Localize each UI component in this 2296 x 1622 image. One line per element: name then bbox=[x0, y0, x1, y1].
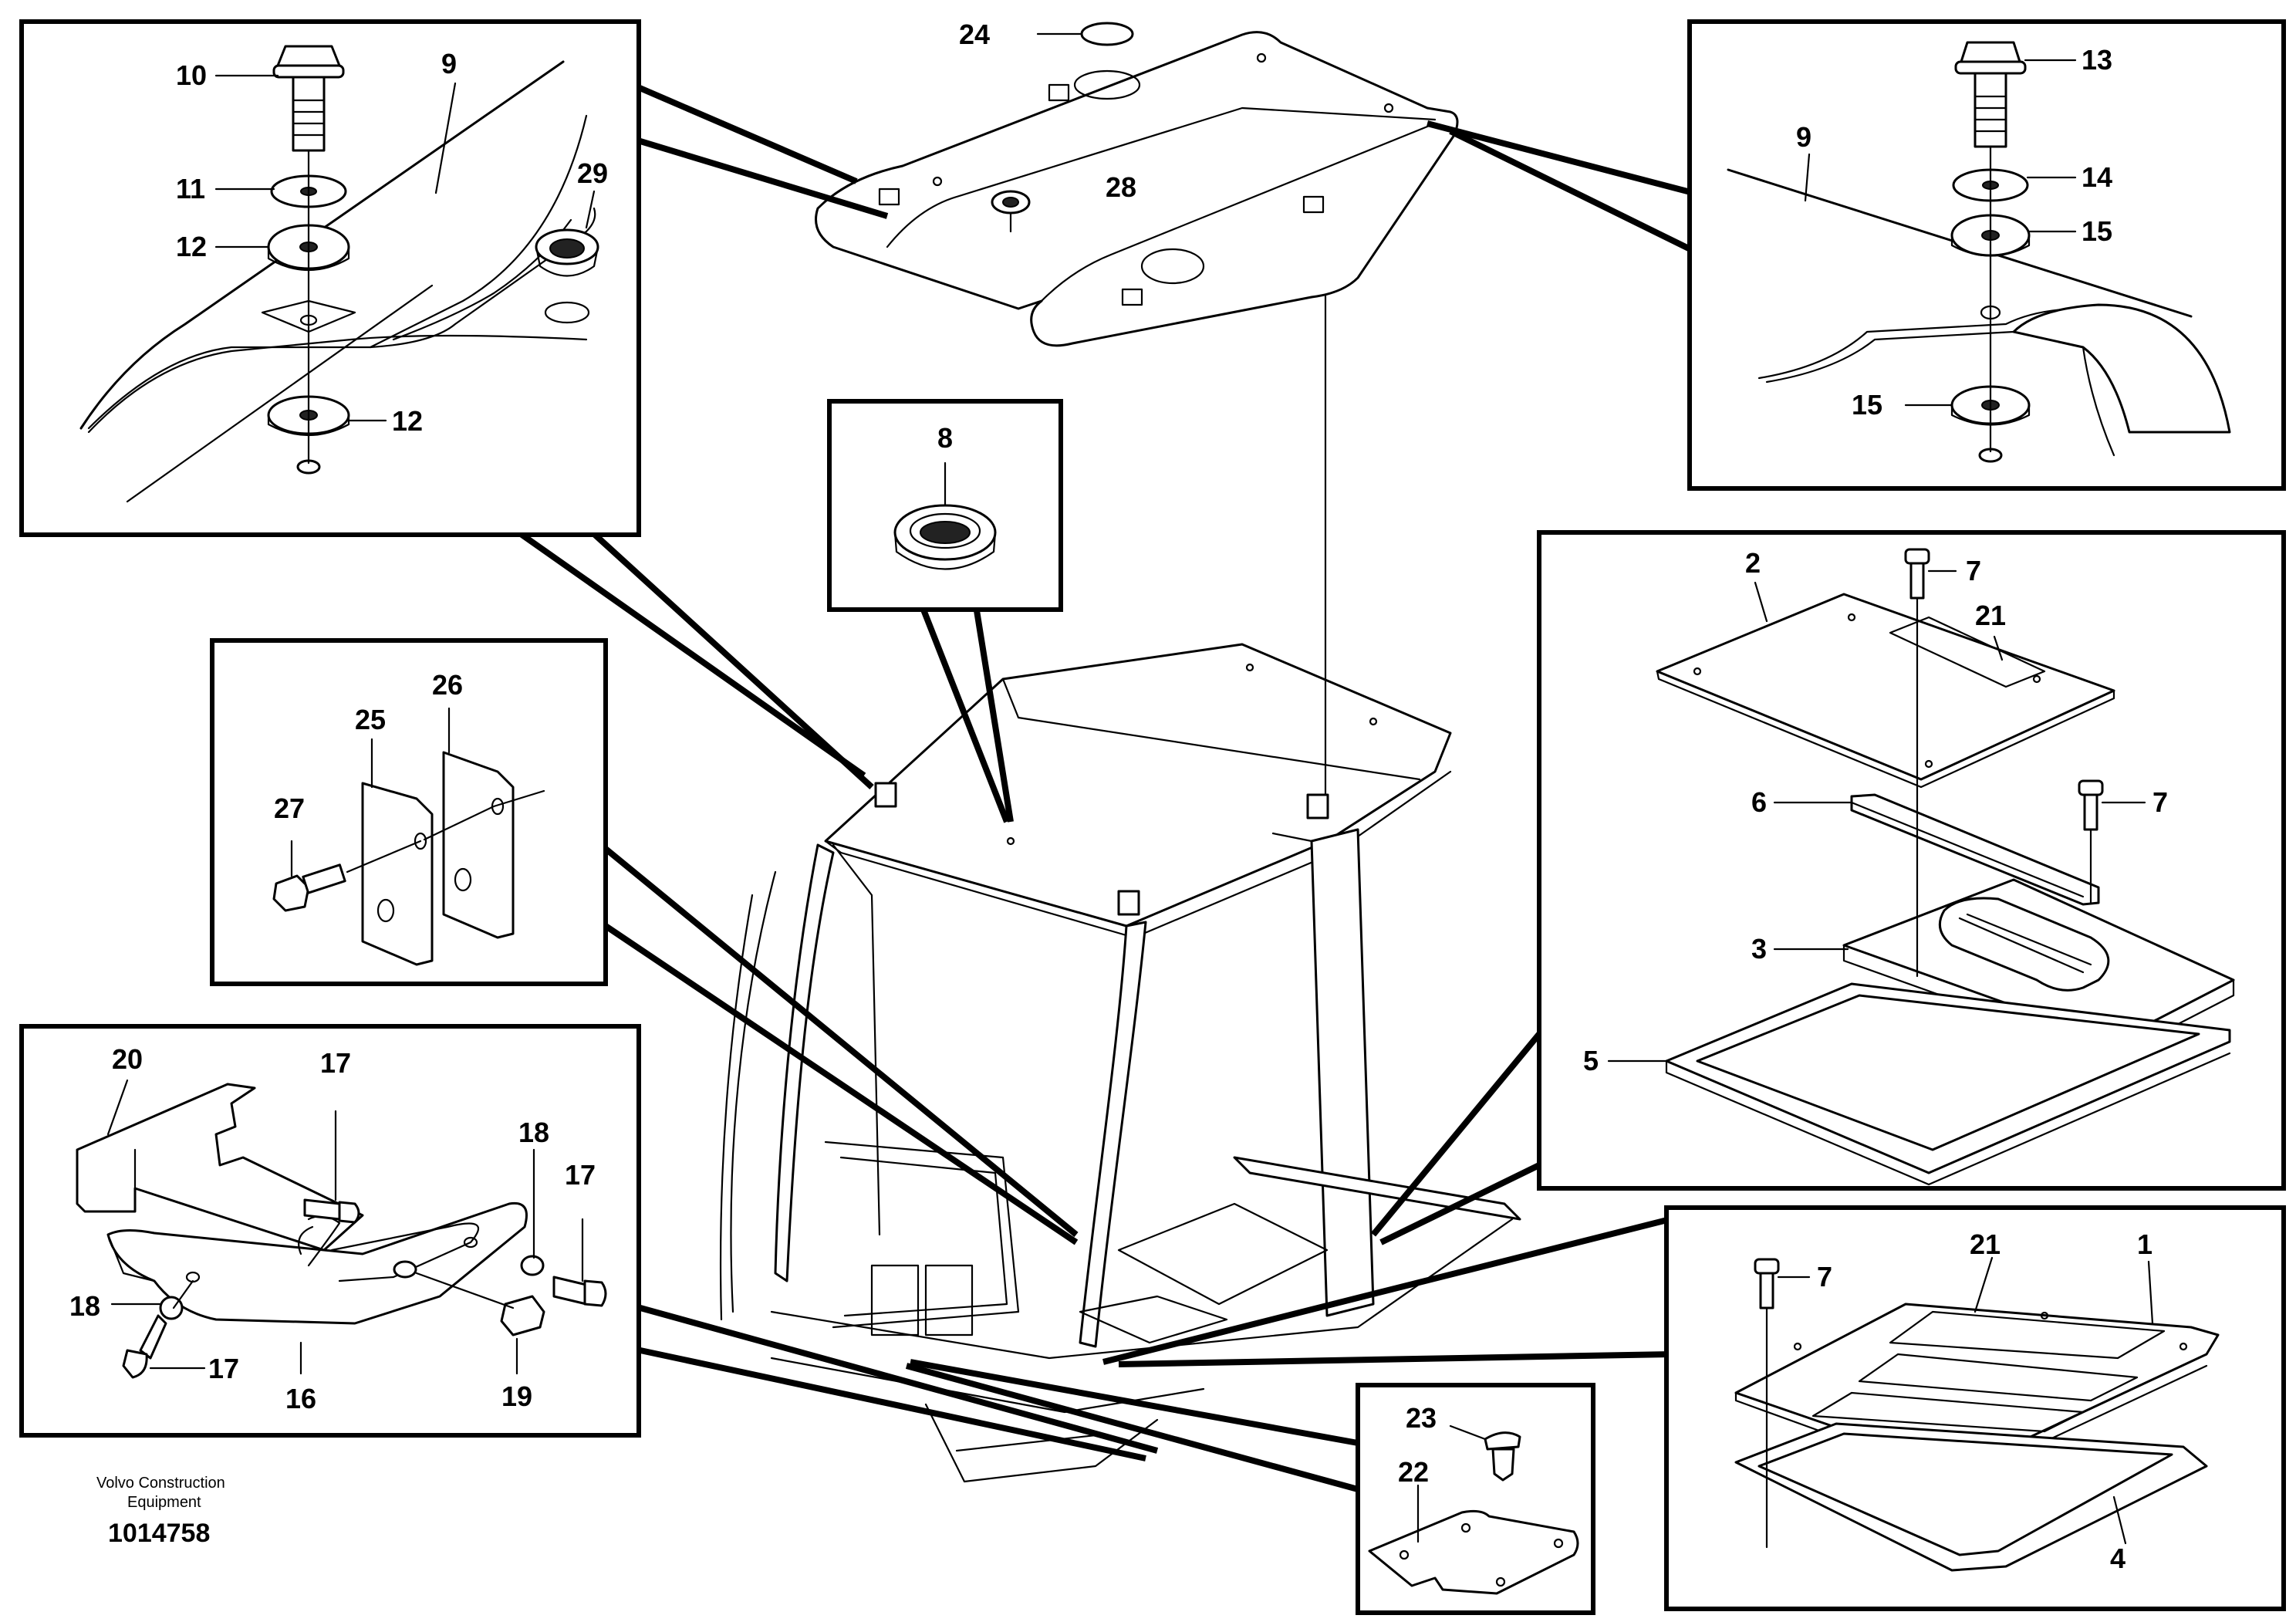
roof-cover bbox=[815, 22, 1459, 347]
callout-21: 21 bbox=[1975, 600, 2006, 631]
callout-18: 18 bbox=[69, 1290, 100, 1322]
callout-3: 3 bbox=[1751, 933, 1767, 965]
callout-17: 17 bbox=[320, 1047, 351, 1079]
callout-7: 7 bbox=[2152, 786, 2168, 818]
detail-box-roof-left bbox=[19, 19, 641, 537]
callout-labels: 10 9 11 12 12 29 24 28 13 9 14 15 15 8 2… bbox=[69, 19, 2168, 1574]
detail-box-cover-plate bbox=[1356, 1383, 1595, 1615]
credit-line-2: Equipment bbox=[127, 1494, 201, 1511]
callout-17: 17 bbox=[208, 1353, 239, 1384]
callout-4: 4 bbox=[2110, 1543, 2125, 1574]
detail-box-brackets bbox=[210, 638, 608, 986]
callout-13: 13 bbox=[2082, 44, 2112, 76]
callout-15: 15 bbox=[1852, 389, 1882, 421]
callout-20: 20 bbox=[112, 1043, 143, 1075]
callout-21: 21 bbox=[1970, 1228, 2001, 1260]
callout-9: 9 bbox=[1796, 121, 1811, 153]
callout-24: 24 bbox=[959, 19, 990, 50]
callout-23: 23 bbox=[1406, 1402, 1437, 1434]
callout-17: 17 bbox=[565, 1159, 596, 1191]
callout-27: 27 bbox=[274, 792, 305, 824]
detail-box-floor-plate-lower bbox=[1664, 1205, 2286, 1611]
callout-14: 14 bbox=[2082, 161, 2112, 193]
detail-box-roof-right bbox=[1687, 19, 2286, 491]
callout-10: 10 bbox=[176, 59, 207, 91]
callout-22: 22 bbox=[1398, 1456, 1429, 1488]
callout-7: 7 bbox=[1966, 555, 1981, 586]
publisher-credit: Volvo Construction Equipment 1014758 bbox=[96, 1475, 225, 1548]
detail-box-floor-plate-upper bbox=[1537, 530, 2286, 1191]
detail-connectors bbox=[518, 82, 1695, 1492]
credit-line-1: Volvo Construction bbox=[96, 1475, 225, 1492]
callout-16: 16 bbox=[285, 1383, 316, 1414]
detail-box-step-panel bbox=[19, 1024, 641, 1438]
callout-1: 1 bbox=[2137, 1228, 2152, 1260]
callout-7: 7 bbox=[1817, 1261, 1832, 1293]
callout-28: 28 bbox=[1106, 171, 1136, 203]
callout-18: 18 bbox=[518, 1117, 549, 1148]
callout-19: 19 bbox=[501, 1380, 532, 1412]
callout-12: 12 bbox=[392, 405, 423, 437]
detail-box-grommet bbox=[827, 399, 1063, 612]
callout-29: 29 bbox=[577, 157, 608, 189]
callout-5: 5 bbox=[1583, 1045, 1599, 1076]
cab-frame bbox=[719, 288, 1521, 1483]
callout-15: 15 bbox=[2082, 215, 2112, 247]
callout-11: 11 bbox=[176, 173, 205, 204]
callout-12: 12 bbox=[176, 231, 207, 262]
callout-25: 25 bbox=[355, 704, 386, 735]
callout-9: 9 bbox=[441, 48, 457, 79]
callout-26: 26 bbox=[432, 669, 463, 701]
callout-8: 8 bbox=[937, 422, 953, 454]
diagram-code: 1014758 bbox=[108, 1519, 210, 1548]
callout-6: 6 bbox=[1751, 786, 1767, 818]
callout-2: 2 bbox=[1745, 547, 1761, 579]
